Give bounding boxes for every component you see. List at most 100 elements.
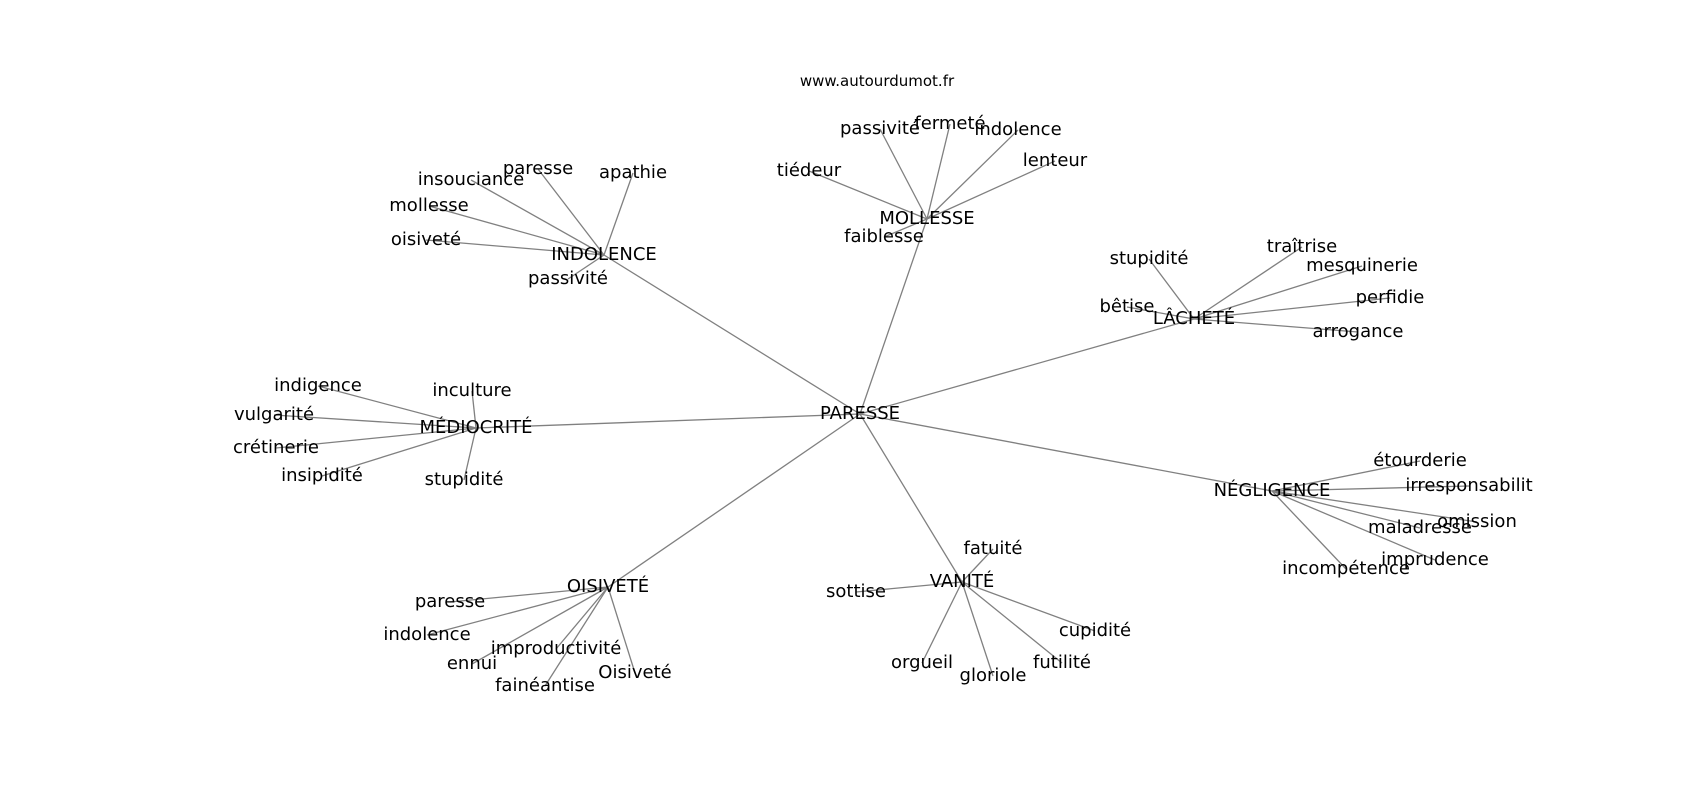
node-van-sottise[interactable]: sottise bbox=[826, 581, 886, 602]
edge-indolence_hub-ind_apathie bbox=[603, 172, 634, 256]
edge-indolence_hub-ind_mollesse bbox=[428, 205, 605, 256]
edge-indolence_hub-ind_oisivete bbox=[425, 239, 605, 256]
node-lac-betise[interactable]: bêtise bbox=[1099, 296, 1154, 317]
node-ois-indolence[interactable]: indolence bbox=[383, 624, 470, 645]
edge-paresse_root-indolence_hub bbox=[603, 254, 861, 415]
node-van-gloriole[interactable]: gloriole bbox=[960, 665, 1027, 686]
node-paresse-root[interactable]: PARESSE bbox=[820, 403, 900, 424]
node-mol-indolence[interactable]: indolence bbox=[974, 119, 1061, 140]
node-neg-omission[interactable]: omission bbox=[1437, 511, 1517, 532]
node-van-orgueil[interactable]: orgueil bbox=[891, 652, 953, 673]
node-neg-incompetence[interactable]: incompétence bbox=[1282, 558, 1410, 579]
node-med-insipidite[interactable]: insipidité bbox=[281, 465, 363, 486]
node-lachete-hub[interactable]: LÂCHETÉ bbox=[1153, 307, 1235, 329]
node-med-indigence[interactable]: indigence bbox=[274, 375, 362, 396]
edge-indolence_hub-ind_insouciance bbox=[470, 179, 605, 256]
node-mediocrite-hub[interactable]: MÉDIOCRITÉ bbox=[420, 416, 533, 438]
node-lac-perfidie[interactable]: perfidie bbox=[1356, 287, 1425, 308]
edge-mediocrite_hub-med_insipidite bbox=[321, 427, 477, 477]
node-med-stupidite[interactable]: stupidité bbox=[425, 469, 504, 490]
node-ind-insouciance[interactable]: insouciance bbox=[418, 169, 525, 190]
edge-mollesse_hub-mol_passivite bbox=[879, 128, 928, 220]
node-ind-apathie[interactable]: apathie bbox=[599, 162, 667, 183]
node-mol-faiblesse[interactable]: faiblesse bbox=[844, 226, 924, 247]
edge-vanite_hub-van_fatuite bbox=[961, 548, 994, 583]
node-med-inculture[interactable]: inculture bbox=[432, 380, 511, 401]
edge-mediocrite_hub-med_stupidite bbox=[463, 427, 477, 481]
edge-lachete_hub-lac_betise bbox=[1126, 306, 1195, 320]
edge-paresse_root-lachete_hub bbox=[859, 318, 1195, 415]
node-mol-fermete[interactable]: fermeté bbox=[914, 113, 985, 134]
edge-paresse_root-negligence_hub bbox=[859, 413, 1273, 492]
edge-lachete_hub-lac_traitrise bbox=[1193, 246, 1303, 320]
edge-negligence_hub-neg_irresponsabilite bbox=[1271, 485, 1470, 492]
edge-mediocrite_hub-med_inculture bbox=[471, 390, 477, 429]
node-ois-improductivite[interactable]: improductivité bbox=[491, 638, 622, 659]
edge-lachete_hub-lac_perfidie bbox=[1193, 297, 1391, 320]
edge-paresse_root-mollesse_hub bbox=[859, 218, 928, 415]
edge-negligence_hub-neg_etourderie bbox=[1271, 460, 1421, 492]
node-lac-traitrise[interactable]: traîtrise bbox=[1267, 236, 1337, 257]
node-ois-ennui[interactable]: ennui bbox=[447, 653, 497, 674]
edge-paresse_root-vanite_hub bbox=[859, 413, 963, 583]
node-mol-lenteur[interactable]: lenteur bbox=[1023, 150, 1088, 171]
edge-vanite_hub-van_futilite bbox=[961, 581, 1063, 664]
edge-negligence_hub-neg_imprudence bbox=[1271, 490, 1436, 561]
node-layer: PARESSE INDOLENCE MOLLESSE LÂCHETÉ MÉDIOCRIT… bbox=[233, 113, 1533, 696]
edge-oisivete_hub-ois_ennui bbox=[471, 586, 609, 665]
node-neg-maladresse[interactable]: maladresse bbox=[1368, 517, 1472, 538]
edge-vanite_hub-van_cupidite bbox=[961, 581, 1096, 632]
edge-mediocrite_hub-med_indigence bbox=[317, 385, 477, 429]
edge-vanite_hub-van_sottise bbox=[855, 581, 963, 593]
edge-indolence_hub-ind_passivite bbox=[567, 254, 605, 280]
node-van-futilite[interactable]: futilité bbox=[1033, 652, 1091, 673]
node-neg-imprudence[interactable]: imprudence bbox=[1381, 549, 1489, 570]
edge-vanite_hub-van_orgueil bbox=[921, 581, 963, 664]
edge-lachete_hub-lac_arrogance bbox=[1193, 318, 1359, 333]
edge-paresse_root-mediocrite_hub bbox=[475, 413, 861, 429]
node-ois-paresse[interactable]: paresse bbox=[415, 591, 485, 612]
node-lac-stupidite[interactable]: stupidité bbox=[1110, 248, 1189, 269]
node-ois-oisivete[interactable]: Oisiveté bbox=[598, 662, 671, 683]
node-neg-etourderie[interactable]: étourderie bbox=[1373, 450, 1467, 471]
edge-lachete_hub-lac_stupidite bbox=[1148, 258, 1195, 320]
edge-oisivete_hub-ois_indolence bbox=[426, 586, 609, 636]
edge-vanite_hub-van_gloriole bbox=[961, 581, 994, 677]
node-med-vulgarite[interactable]: vulgarité bbox=[234, 404, 314, 425]
edge-mollesse_hub-mol_faiblesse bbox=[883, 218, 928, 238]
node-mollesse-hub[interactable]: MOLLESSE bbox=[879, 208, 974, 229]
node-oisivete-hub[interactable]: OISIVETÉ bbox=[567, 575, 649, 597]
edge-negligence_hub-neg_incompetence bbox=[1271, 490, 1347, 570]
edge-lachete_hub-lac_mesquinerie bbox=[1193, 265, 1363, 320]
node-ois-faineantise[interactable]: fainéantise bbox=[495, 675, 595, 696]
edge-mollesse_hub-mol_indolence bbox=[926, 129, 1019, 220]
node-vanite-hub[interactable]: VANITÉ bbox=[930, 570, 995, 592]
node-lac-mesquinerie[interactable]: mesquinerie bbox=[1306, 255, 1418, 276]
node-mol-passivite[interactable]: passivité bbox=[840, 118, 920, 139]
edge-oisivete_hub-ois_faineantise bbox=[544, 586, 609, 687]
node-negligence-hub[interactable]: NÉGLIGENCE bbox=[1214, 479, 1331, 501]
edge-mollesse_hub-mol_tiedeur bbox=[808, 170, 928, 220]
node-neg-irresponsabilite[interactable]: irresponsabilit bbox=[1405, 475, 1532, 496]
edge-oisivete_hub-ois_paresse bbox=[449, 586, 609, 603]
edge-mediocrite_hub-med_vulgarite bbox=[273, 414, 477, 429]
node-ind-passivite[interactable]: passivité bbox=[528, 268, 608, 289]
node-van-cupidite[interactable]: cupidité bbox=[1059, 620, 1131, 641]
node-med-cretinerie[interactable]: crétinerie bbox=[233, 437, 319, 458]
edge-oisivete_hub-ois_oisivete bbox=[607, 586, 636, 674]
edge-mollesse_hub-mol_fermete bbox=[926, 123, 951, 220]
edge-mediocrite_hub-med_cretinerie bbox=[275, 427, 477, 449]
edge-paresse_root-oisivete_hub bbox=[607, 413, 861, 588]
node-lac-arrogance[interactable]: arrogance bbox=[1313, 321, 1404, 342]
node-ind-oisivete[interactable]: oisiveté bbox=[391, 229, 461, 250]
node-indolence-hub[interactable]: INDOLENCE bbox=[551, 244, 657, 265]
node-ind-mollesse[interactable]: mollesse bbox=[389, 195, 468, 216]
edge-layer bbox=[273, 123, 1478, 687]
edge-indolence_hub-ind_paresse bbox=[537, 168, 605, 256]
edge-negligence_hub-neg_maladresse bbox=[1271, 490, 1421, 529]
node-van-fatuite[interactable]: fatuité bbox=[964, 538, 1023, 559]
node-mol-tiedeur[interactable]: tiédeur bbox=[777, 160, 842, 181]
node-ind-paresse[interactable]: paresse bbox=[503, 158, 573, 179]
edge-oisivete_hub-ois_improductivite bbox=[555, 586, 609, 650]
